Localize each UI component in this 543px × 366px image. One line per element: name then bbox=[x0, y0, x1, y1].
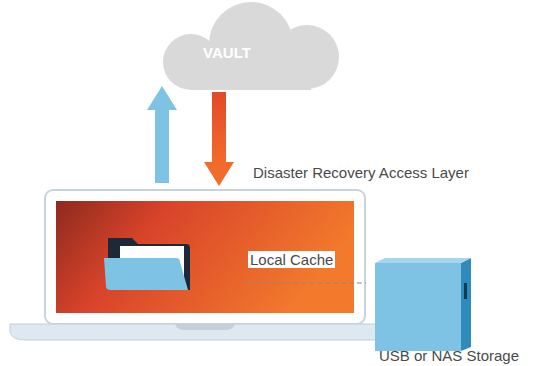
folder-icon bbox=[104, 238, 190, 290]
device-label: USB or NAS Storage bbox=[379, 347, 519, 364]
download-arrow bbox=[204, 92, 234, 186]
cache-label: Local Cache bbox=[248, 251, 335, 268]
laptop bbox=[10, 190, 400, 340]
storage-device: USB or NAS Storage bbox=[360, 256, 543, 366]
cloud-title: VAULT bbox=[203, 44, 251, 61]
cache-link bbox=[245, 282, 366, 283]
cloud-shape bbox=[155, 0, 350, 95]
vault-cloud: VAULT bbox=[155, 0, 350, 95]
upload-arrow bbox=[147, 86, 177, 183]
layer-label: Disaster Recovery Access Layer bbox=[251, 164, 471, 181]
